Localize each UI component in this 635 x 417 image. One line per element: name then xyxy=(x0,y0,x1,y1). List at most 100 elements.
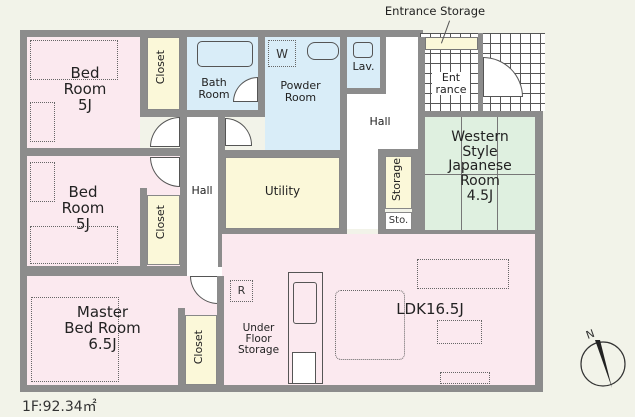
lavatory xyxy=(347,37,380,88)
kitchen-sink xyxy=(293,282,317,324)
wall xyxy=(218,117,225,267)
tv-stand xyxy=(440,372,490,384)
bed-room-1-door[interactable] xyxy=(150,117,180,147)
floor-area: 1F:92.34㎡ xyxy=(22,399,97,415)
bed-furniture xyxy=(30,226,118,264)
western-style-japanese-room xyxy=(425,117,535,232)
wall xyxy=(418,37,425,152)
compass-icon: N xyxy=(580,327,626,388)
lav-label: Lav. xyxy=(352,60,375,73)
hall-left xyxy=(187,117,222,302)
closet-3 xyxy=(185,315,217,385)
bed-furniture xyxy=(31,297,119,382)
closet-1-label: Closet xyxy=(154,50,167,85)
wall xyxy=(218,229,347,236)
wall xyxy=(20,148,187,156)
dining-table xyxy=(335,290,405,360)
wall xyxy=(222,150,347,157)
label-line: Bed Room xyxy=(64,318,141,337)
label-line: Room xyxy=(61,198,105,217)
label-line: Room xyxy=(284,90,317,104)
coffee-table xyxy=(437,320,482,344)
label-line: Room xyxy=(63,79,107,98)
label-line: 5J xyxy=(78,95,92,114)
wall-entrance-bottom xyxy=(418,110,543,117)
hall-upper xyxy=(347,94,418,149)
powder-door[interactable] xyxy=(225,118,252,146)
hall-upper xyxy=(386,37,418,97)
outer-wall-bottom xyxy=(20,385,543,392)
storage-label: Storage xyxy=(390,158,403,202)
wall xyxy=(20,266,187,276)
label-line: 5J xyxy=(76,214,90,233)
storage xyxy=(385,156,412,209)
wall xyxy=(140,110,265,117)
label-line: Powder xyxy=(280,79,321,92)
desk-furniture xyxy=(30,162,55,202)
closet-3-label: Closet xyxy=(192,330,205,365)
sofa xyxy=(417,259,509,289)
label-line: Under xyxy=(242,322,275,334)
sink xyxy=(307,42,339,60)
hall-left-label: Hall xyxy=(191,184,213,197)
refrigerator: R xyxy=(230,280,253,302)
toilet xyxy=(353,42,373,58)
ldk-label: LDK16.5J xyxy=(396,300,464,318)
bathtub xyxy=(197,41,253,67)
label-line: Room xyxy=(198,87,230,101)
wall xyxy=(258,30,265,117)
wall xyxy=(380,30,386,95)
desk-furniture xyxy=(30,102,55,142)
label-line: Bath xyxy=(201,76,227,89)
closet-1 xyxy=(147,37,180,110)
sto-label: Sto. xyxy=(385,212,412,230)
wall xyxy=(217,276,224,388)
label-line: Bed xyxy=(70,64,100,82)
entrance-label-line: rance xyxy=(435,82,467,96)
entrance-label-line: Ent xyxy=(441,71,461,84)
entrance-storage xyxy=(425,37,478,50)
label-line: Room xyxy=(460,173,500,190)
label-line: Bed xyxy=(68,183,98,201)
entrance-wall xyxy=(478,33,483,111)
wall xyxy=(378,230,543,234)
wall xyxy=(180,30,187,117)
hall-upper-label: Hall xyxy=(369,115,391,128)
wall xyxy=(140,37,147,117)
wall xyxy=(178,308,185,388)
wall xyxy=(378,149,425,156)
closet-2-label: Closet xyxy=(154,205,167,240)
label-line: 6.5J xyxy=(88,334,117,353)
outer-wall-left xyxy=(20,30,27,392)
stove-icon xyxy=(292,352,316,384)
wall xyxy=(140,188,147,266)
bed-furniture xyxy=(30,40,118,80)
ldk xyxy=(222,234,347,276)
closet-2 xyxy=(147,195,180,265)
wall xyxy=(378,149,385,234)
label-line: Western xyxy=(451,129,509,145)
compass-north-label: N xyxy=(584,327,596,342)
entrance-storage-label: Entrance Storage xyxy=(384,4,486,18)
label-line: Japanese xyxy=(448,158,512,175)
label-line: 4.5J xyxy=(466,187,494,204)
wall xyxy=(180,117,187,277)
label-line: Storage xyxy=(237,344,280,357)
bed-room-1 xyxy=(27,37,140,148)
utility xyxy=(225,157,340,229)
outer-wall-top xyxy=(20,30,423,37)
washer-space: W xyxy=(268,40,296,67)
outer-wall-right xyxy=(535,110,543,392)
label-line: Floor xyxy=(245,333,272,346)
wall xyxy=(412,149,425,234)
label-line: Master xyxy=(76,303,129,321)
hall-upper xyxy=(347,149,378,229)
